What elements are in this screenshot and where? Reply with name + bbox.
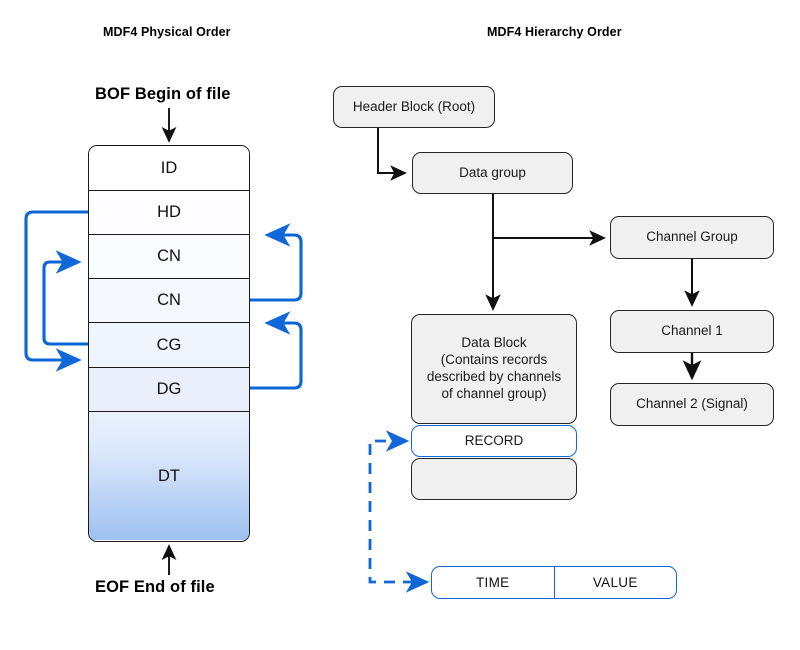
link-cn2-to-cn1 [250, 223, 303, 302]
record-cell-value[interactable]: VALUE [555, 567, 677, 598]
right-column-title: MDF4 Hierarchy Order [487, 25, 622, 39]
stack-row-hd[interactable]: HD [89, 191, 249, 235]
node-header-block[interactable]: Header Block (Root) [333, 86, 495, 128]
physical-order-stack: ID HD CN CN CG DG DT [88, 145, 250, 542]
node-label: Data Block (Contains records described b… [426, 335, 562, 401]
node-label: Channel 1 [661, 323, 723, 339]
link-header-to-datagroup [377, 128, 407, 181]
stack-row-id[interactable]: ID [89, 146, 249, 191]
record-time-value-box: TIME VALUE [431, 566, 677, 599]
node-channel-group[interactable]: Channel Group [610, 216, 774, 259]
stack-row-cn-1[interactable]: CN [89, 235, 249, 279]
cell-label: TIME [476, 575, 510, 590]
node-data-group[interactable]: Data group [412, 152, 573, 194]
stack-row-dt[interactable]: DT [89, 412, 249, 540]
eof-label: EOF End of file [95, 578, 215, 596]
node-data-block[interactable]: Data Block (Contains records described b… [411, 314, 577, 424]
link-cg-to-cn [42, 250, 88, 346]
stack-row-label: DG [156, 380, 182, 398]
link-hd-to-dg [24, 210, 88, 372]
stack-row-label: DT [158, 466, 180, 485]
stack-row-label: HD [157, 203, 181, 221]
node-record-empty[interactable] [411, 458, 577, 500]
record-cell-time[interactable]: TIME [432, 567, 555, 598]
node-label: Header Block (Root) [352, 98, 476, 114]
cell-label: VALUE [592, 575, 638, 590]
bof-label: BOF Begin of file [95, 85, 231, 103]
stack-row-label: ID [160, 158, 178, 177]
stack-row-label: CG [156, 335, 182, 354]
stack-row-cg[interactable]: CG [89, 323, 249, 368]
node-label: Channel Group [646, 229, 738, 245]
node-label: RECORD [464, 432, 524, 448]
stack-row-dg[interactable]: DG [89, 368, 249, 412]
left-column-title: MDF4 Physical Order [103, 25, 231, 39]
node-channel-2[interactable]: Channel 2 (Signal) [610, 383, 774, 426]
node-record[interactable]: RECORD [411, 425, 577, 457]
stack-row-label: CN [157, 291, 181, 309]
link-dg-to-cg [250, 311, 303, 390]
node-label: Channel 2 (Signal) [636, 396, 748, 412]
stack-row-label: CN [157, 247, 181, 265]
node-channel-1[interactable]: Channel 1 [610, 310, 774, 353]
stack-row-cn-2[interactable]: CN [89, 279, 249, 323]
node-label: Data group [459, 164, 526, 180]
